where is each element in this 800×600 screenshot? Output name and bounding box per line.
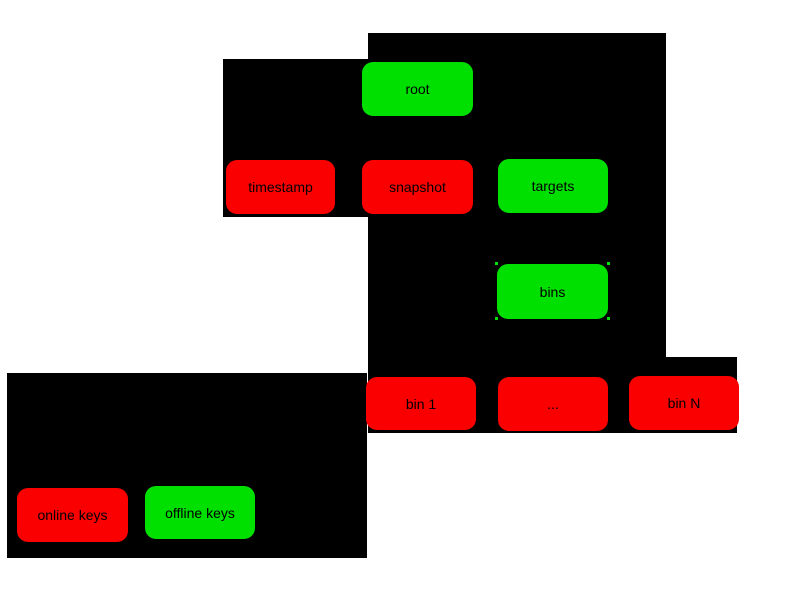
node-offline-keys: offline keys (145, 486, 255, 539)
node-bin-n-label: bin N (667, 395, 701, 411)
node-root-label: root (405, 81, 430, 97)
node-snapshot: snapshot (362, 160, 473, 214)
node-timestamp: timestamp (226, 160, 335, 214)
node-online-keys-label: online keys (37, 507, 108, 523)
node-targets-label: targets (531, 178, 575, 194)
node-offline-keys-label: offline keys (165, 504, 235, 521)
node-snapshot-label: snapshot (389, 179, 446, 195)
node-targets: targets (498, 159, 608, 213)
node-bin-n: bin N (629, 376, 739, 430)
node-bin-ellipsis-label: ... (547, 396, 559, 412)
node-bin-ellipsis: ... (498, 377, 608, 431)
node-bins-label: bins (539, 283, 566, 300)
bins-selection-corner-marks (495, 262, 498, 265)
node-timestamp-label: timestamp (248, 179, 313, 195)
node-online-keys: online keys (17, 488, 128, 542)
node-bin-1: bin 1 (366, 377, 476, 430)
node-root: root (362, 62, 473, 116)
node-bins: bins (497, 264, 608, 319)
node-bin-1-label: bin 1 (405, 395, 437, 412)
